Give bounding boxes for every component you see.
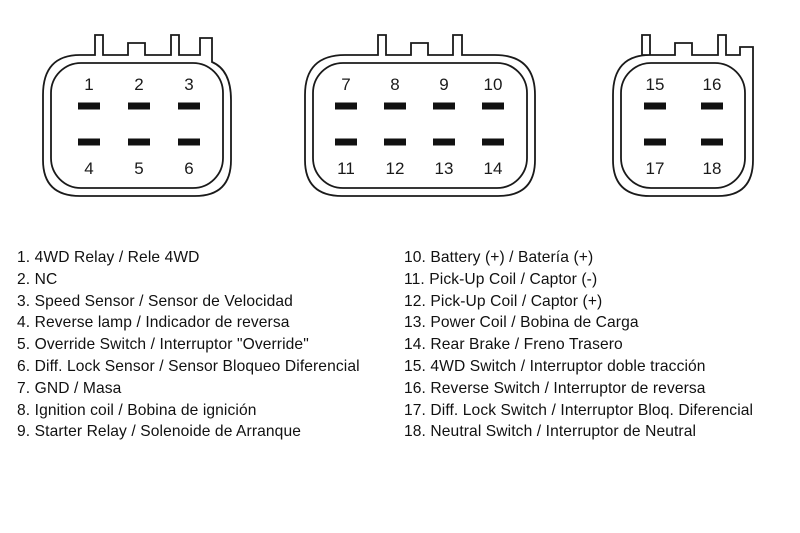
- pin-terminal: [433, 102, 455, 110]
- legend-item: 14. Rear Brake / Freno Trasero: [404, 336, 623, 354]
- legend-item: 10. Battery (+) / Batería (+): [404, 249, 594, 266]
- legend-item: 6. Diff. Lock Sensor / Sensor Bloqueo Di…: [17, 357, 360, 375]
- connector-c-outer-shell: [612, 34, 754, 197]
- pin-terminal: [701, 102, 723, 110]
- legend-item: 9. Starter Relay / Solenoide de Arranque: [17, 423, 301, 441]
- pin-number: 3: [184, 75, 193, 94]
- legend-item: 5. Override Switch / Interruptor "Overri…: [17, 336, 309, 354]
- pin-number: 12: [386, 159, 405, 178]
- legend-item: 2. NC: [17, 270, 58, 288]
- pin-number: 2: [134, 75, 143, 94]
- legend-item: 18. Neutral Switch / Interruptor de Neut…: [404, 423, 697, 441]
- pin-terminal: [128, 102, 150, 110]
- pin-number: 11: [337, 159, 355, 178]
- connector-b-housing: [304, 34, 536, 197]
- pin-terminal: [644, 138, 666, 146]
- pin-terminal: [178, 138, 200, 146]
- pin-terminal: [78, 102, 100, 110]
- connector-a-housing: [42, 34, 232, 197]
- legend-item: 13. Power Coil / Bobina de Carga: [404, 314, 639, 332]
- legend-item: 15. 4WD Switch / Interruptor doble tracc…: [404, 357, 706, 375]
- pin-number: 14: [484, 159, 503, 178]
- connector-c-housing: [612, 34, 754, 197]
- pin-terminal: [128, 138, 150, 146]
- pin-terminal: [384, 138, 406, 146]
- pin-number: 5: [134, 159, 143, 178]
- legend-item: 4. Reverse lamp / Indicador de reversa: [17, 314, 290, 332]
- pin-number: 9: [439, 75, 448, 94]
- legend-item: 16. Reverse Switch / Interruptor de reve…: [404, 379, 706, 397]
- pin-terminal: [335, 138, 357, 146]
- pin-number: 18: [703, 159, 722, 178]
- connector-b-inner-shell: [312, 62, 528, 189]
- connector-b-outer-shell: [304, 34, 536, 197]
- connector-a-inner-shell: [50, 62, 224, 189]
- pin-number: 10: [484, 75, 503, 94]
- connector-c-inner-shell: [620, 62, 746, 189]
- pin-number: 6: [184, 159, 193, 178]
- pin-number: 13: [435, 159, 454, 178]
- pin-number: 15: [646, 75, 665, 94]
- pin-number: 17: [646, 159, 665, 178]
- legend-item: 1. 4WD Relay / Rele 4WD: [17, 249, 200, 266]
- pin-number: 4: [84, 159, 93, 178]
- pin-legend-left: 1. 4WD Relay / Rele 4WD 2. NC 3. Speed S…: [17, 247, 360, 443]
- legend-item: 17. Diff. Lock Switch / Interruptor Bloq…: [404, 401, 754, 419]
- pin-number: 1: [84, 75, 93, 94]
- pin-terminal: [701, 138, 723, 146]
- pin-terminal: [433, 138, 455, 146]
- legend-item: 11. Pick-Up Coil / Captor (-): [404, 270, 598, 288]
- pin-number: 16: [703, 75, 722, 94]
- pin-legend-right: 10. Battery (+) / Batería (+) 11. Pick-U…: [404, 247, 753, 443]
- legend-item: 7. GND / Masa: [17, 379, 122, 397]
- pin-terminal: [335, 102, 357, 110]
- legend-item: 8. Ignition coil / Bobina de ignición: [17, 401, 257, 419]
- pin-number: 8: [390, 75, 399, 94]
- legend-item: 3. Speed Sensor / Sensor de Velocidad: [17, 292, 293, 310]
- pin-terminal: [384, 102, 406, 110]
- legend-item: 12. Pick-Up Coil / Captor (+): [404, 292, 603, 310]
- connector-a-outer-shell: [42, 34, 232, 197]
- pin-terminal: [78, 138, 100, 146]
- pin-terminal: [482, 102, 504, 110]
- pin-terminal: [644, 102, 666, 110]
- pin-number: 7: [341, 75, 350, 94]
- pin-terminal: [482, 138, 504, 146]
- pin-terminal: [178, 102, 200, 110]
